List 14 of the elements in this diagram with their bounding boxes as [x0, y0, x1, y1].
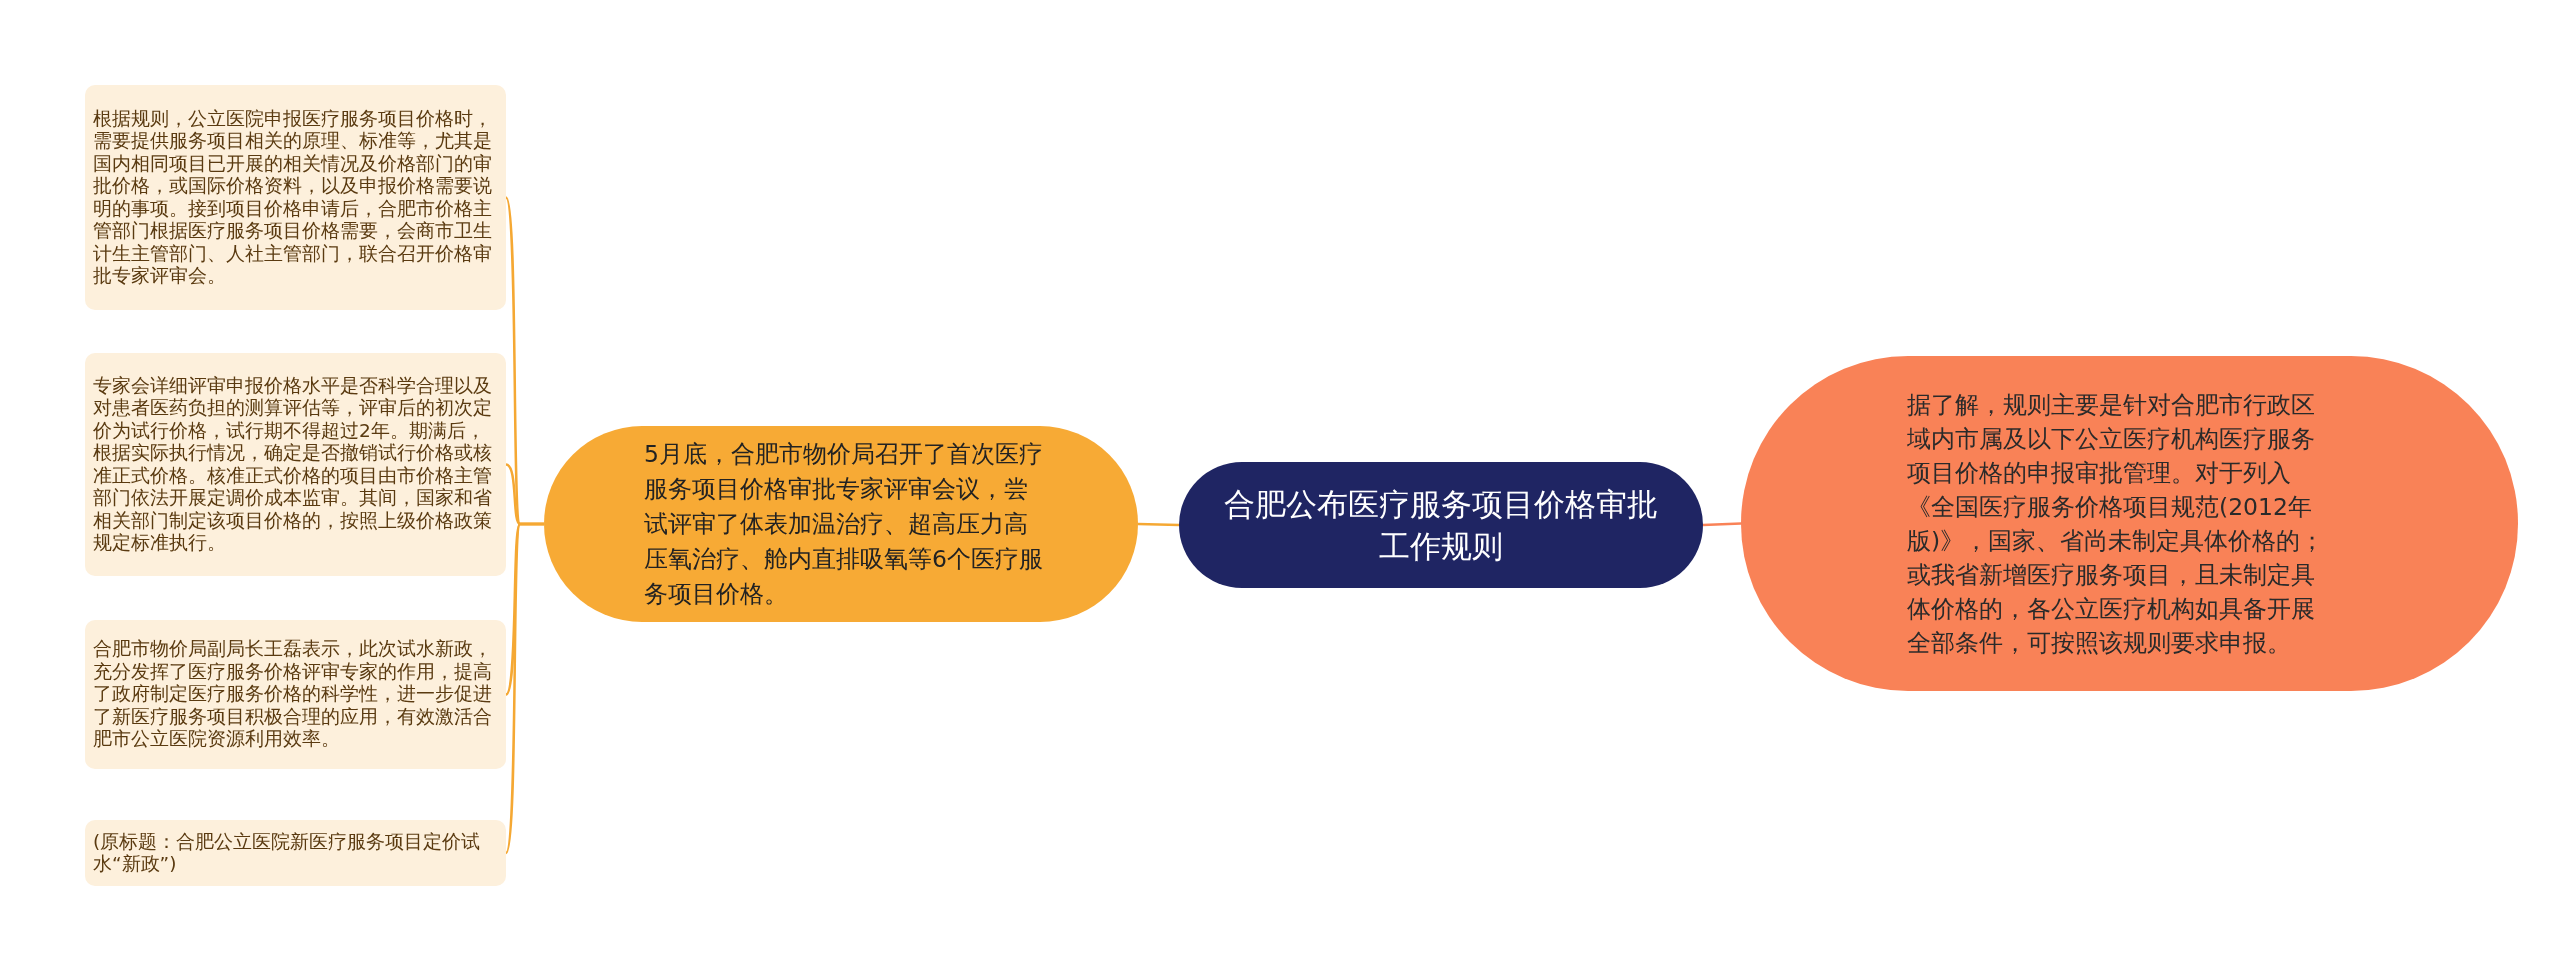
node-text: 根据规则，公立医院申报医疗服务项目价格时，需要提供服务项目相关的原理、标准等，尤其是国内相同项目已开展的相关情况及价格部门的审批价格，或国际价格资料，以及申报价格需要说明的事项。接到项目价格申请后，合肥市价格主管部门根据医疗服务项目价格需要，会商市卫生计生主管部门、人社主管部门，联合召开价格审批专家评审会。 [93, 107, 493, 288]
note-box [85, 353, 506, 576]
note-box [85, 820, 506, 886]
node-text: 合肥公布医疗服务项目价格审批工作规则 [1223, 485, 1659, 566]
connector-line [504, 522, 544, 854]
note-box [85, 620, 506, 769]
node-text: (原标题：合肥公立医院新医疗服务项目定价试水“新政”) [93, 830, 482, 876]
node-text: 合肥市物价局副局长王磊表示，此次试水新政，充分发挥了医疗服务价格评审专家的作用，提高了政府制定医疗服务价格的科学性，进一步促进了新医疗服务项目积极合理的应用，有效激活合肥市公立医院资源利用效率。 [93, 638, 493, 751]
node-text: 据了解，规则主要是针对合肥市行政区域内市属及以下公立医疗机构医疗服务项目价格的申报审批管理。对于列入《全国医疗服务价格项目规范(2012年版)》，国家、省尚未制定具体价格的；或我省新增医疗服务项目，且未制定具体价格的，各公立医疗机构如具备开展全部条件，可按照该规则要求申报。 [1907, 389, 2326, 659]
connector-line [1137, 522, 1180, 527]
node-text: 专家会详细评审申报价格水平是否科学合理以及对患者医药负担的测算评估等，评审后的初次定价为试行价格，试行期不得超过2年。期满后，根据实际执行情况，确定是否撤销试行价格或核准正式价格。核准正式价格的项目由市价格主管部门依法开展定调价成本监审。其间，国家和省相关部门制定该项目价格的，按照上级价格政策规定标准执行。 [93, 374, 493, 555]
connector-line [1702, 522, 1742, 527]
note-box [85, 85, 506, 310]
node-text: 5月底，合肥市物价局召开了首次医疗服务项目价格审批专家评审会议，尝试评审了体表加温治疗、超高压力高压氧治疗、舱内直排吸氧等6个医疗服务项目价格。 [644, 438, 1043, 610]
